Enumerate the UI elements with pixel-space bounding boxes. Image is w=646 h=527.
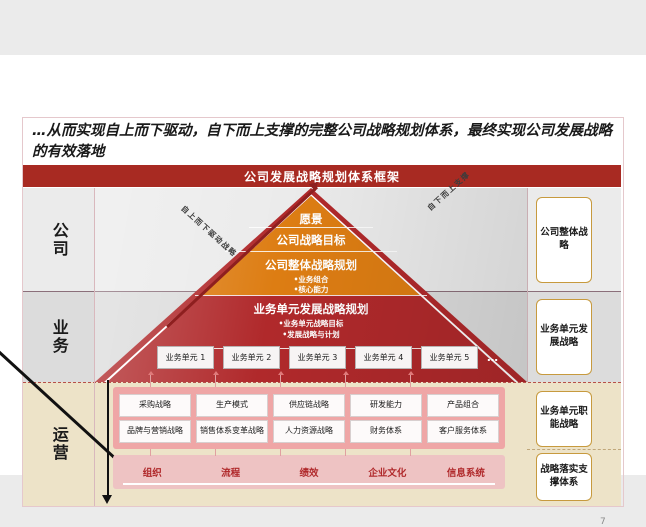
right-column-separator [527, 188, 528, 382]
operations-box: 采购战略 [119, 393, 191, 417]
left-label-company-text: 公司 [49, 222, 69, 258]
business-unit-box: 业务单元 5 [421, 345, 478, 369]
operations-box: 客户服务体系 [427, 419, 499, 443]
connector-line [345, 373, 346, 387]
connector-line [410, 373, 411, 387]
connector-arrow [407, 371, 414, 375]
pyramid-plan-bullet-1: •业务组合 [293, 275, 329, 284]
operations-box: 生产模式 [196, 393, 268, 417]
slide-headline: …从而实现自上而下驱动，自下而上支撑的完整公司战略规划体系，最终实现公司发展战略… [32, 123, 612, 161]
operations-box: 销售体系变革战略 [196, 419, 268, 443]
connector-line [410, 449, 411, 456]
pyramid-bu-bullet-2: •发展战略与计划 [282, 330, 340, 339]
operations-dashed-divider [527, 449, 621, 450]
foundation-item: 流程 [221, 468, 241, 479]
business-unit-row: 业务单元 1 业务单元 2 业务单元 3 业务单元 4 业务单元 5 … [95, 343, 527, 371]
connector-arrow [342, 371, 349, 375]
right-label-bu-development-strategy: 业务单元发展战略 [536, 299, 592, 375]
pyramid-divider-2 [225, 251, 397, 252]
right-label-bu-functional-strategy: 业务单元职能战略 [536, 391, 592, 447]
pyramid-bu-bullet-1: •业务单元战略目标 [278, 319, 344, 328]
left-label-operations: 运营 [23, 382, 95, 506]
page-number: 7 [600, 517, 606, 527]
operations-box: 产品组合 [427, 393, 499, 417]
business-unit-more: … [487, 350, 499, 364]
pyramid-divider-1 [249, 227, 373, 228]
connector-line [150, 449, 151, 456]
connector-line [280, 449, 281, 456]
connector-line [345, 449, 346, 456]
right-label-corporate-strategy: 公司整体战略 [536, 197, 592, 283]
connector-line [215, 373, 216, 387]
connector-arrow [212, 371, 219, 375]
right-label-support-system: 战略落实支撑体系 [536, 453, 592, 501]
business-unit-box: 业务单元 4 [355, 345, 412, 369]
operations-box: 人力资源战略 [273, 419, 345, 443]
business-unit-box: 业务单元 3 [289, 345, 346, 369]
left-vertical-arrow [107, 380, 109, 498]
operations-row-2: 品牌与营销战略销售体系变革战略人力资源战略财务体系客户服务体系 [119, 419, 499, 443]
left-label-business: 业务 [23, 292, 95, 382]
connector-line [280, 373, 281, 387]
pyramid-plan-label: 公司整体战略规划 [265, 258, 357, 272]
business-unit-box: 业务单元 1 [157, 345, 214, 369]
foundation-item: 组织 [142, 468, 162, 479]
business-unit-box: 业务单元 2 [223, 345, 280, 369]
pyramid-divider-3 [195, 295, 427, 296]
pyramid-plan-bullet-2: •核心能力 [293, 285, 329, 294]
operations-box: 研发能力 [350, 393, 422, 417]
left-label-business-text: 业务 [49, 319, 69, 355]
connector-line [150, 373, 151, 387]
foundation-item: 绩效 [299, 468, 319, 479]
operations-box: 供应链战略 [273, 393, 345, 417]
connector-line [215, 449, 216, 456]
pyramid-goal-label: 公司战略目标 [276, 233, 346, 247]
foundation-item: 信息系统 [446, 468, 485, 479]
operations-box: 财务体系 [350, 419, 422, 443]
operations-row-1: 采购战略生产模式供应链战略研发能力产品组合 [119, 393, 499, 417]
pyramid-business-unit-label: 业务单元发展战略规划 [253, 302, 369, 316]
connector-arrow [147, 371, 154, 375]
pyramid-body-orange [107, 196, 515, 295]
left-label-operations-text: 运营 [49, 426, 69, 462]
pyramid-vision-label: 愿景 [299, 212, 323, 226]
operations-box: 品牌与营销战略 [119, 419, 191, 443]
operations-panel: 采购战略生产模式供应链战略研发能力产品组合 品牌与营销战略销售体系变革战略人力资… [113, 387, 505, 449]
diagram-title-bar: 公司发展战略规划体系框架 [23, 165, 621, 187]
foundation-bar: 组织 流程 绩效 企业文化 信息系统 [113, 455, 505, 489]
foundation-item: 企业文化 [368, 468, 407, 479]
connector-arrow [277, 371, 284, 375]
slide-canvas: …从而实现自上而下驱动，自下而上支撑的完整公司战略规划体系，最终实现公司发展战略… [0, 55, 646, 527]
left-label-company: 公司 [23, 188, 95, 292]
pyramid-orange-clip [95, 188, 527, 295]
